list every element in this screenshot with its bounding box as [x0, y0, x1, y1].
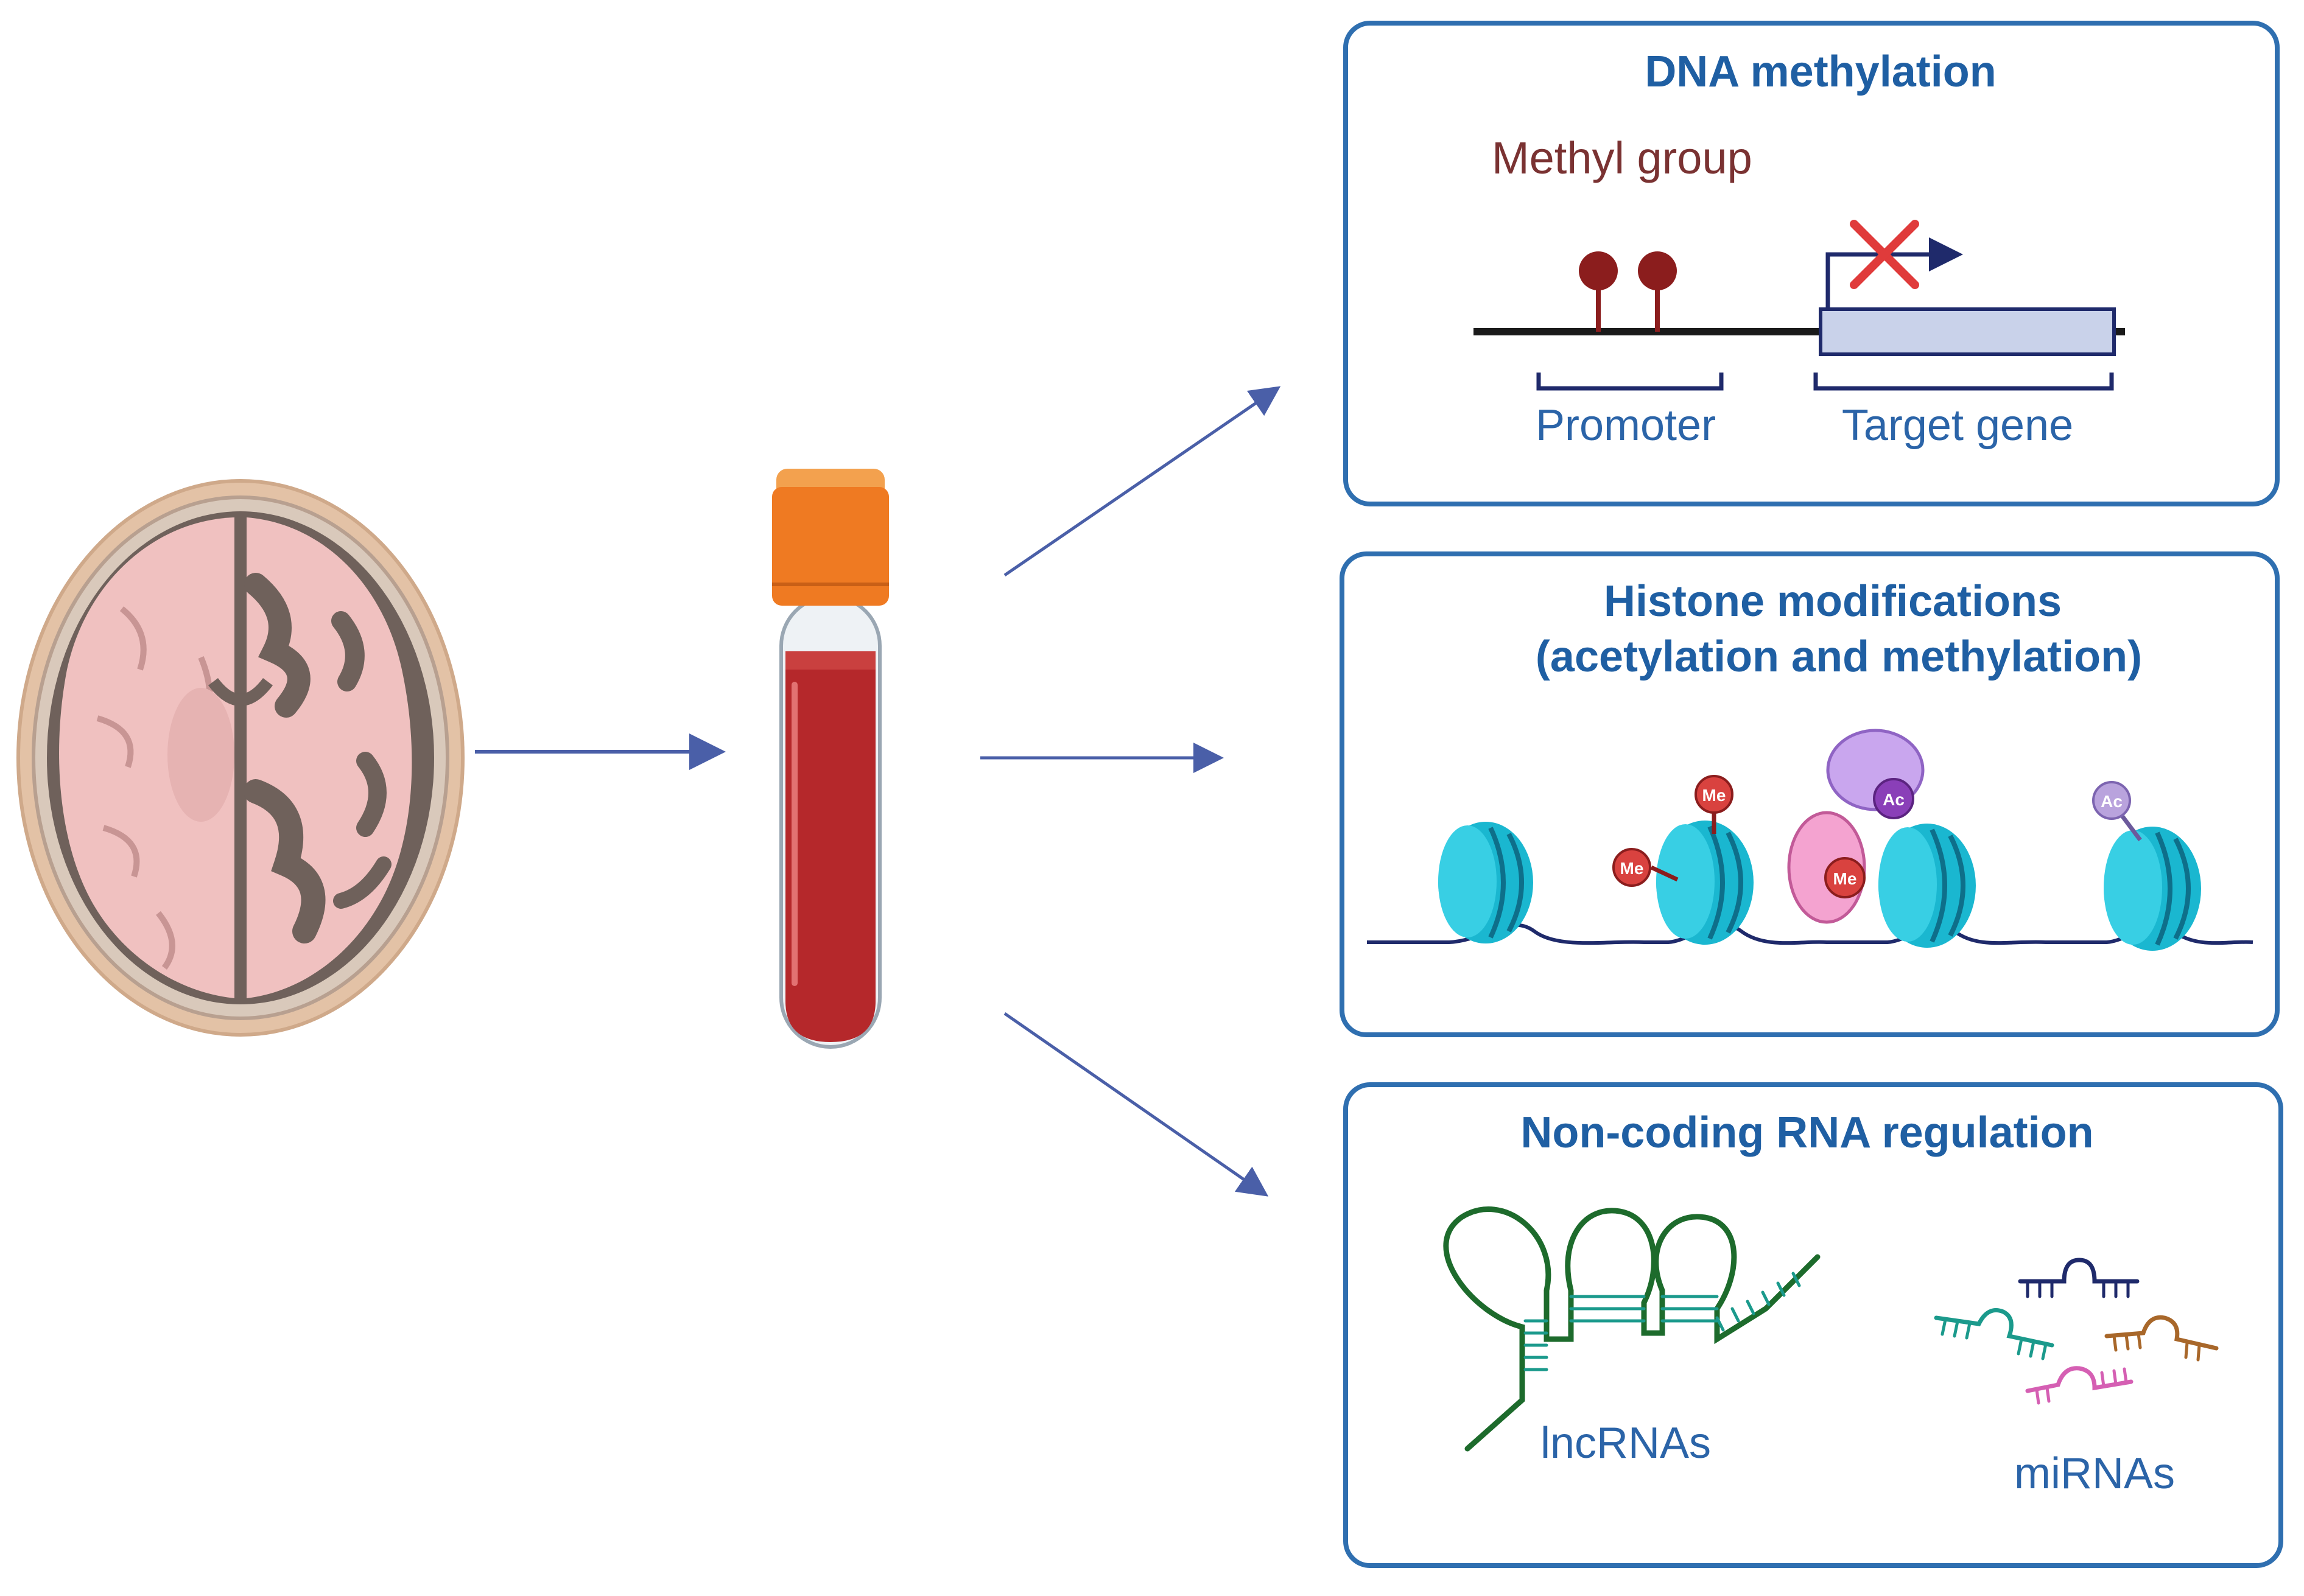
nucleosome-icon	[1656, 821, 1754, 945]
tss-arrow-icon	[1825, 237, 1963, 307]
histone-panel-title-line2: (acetylation and methylation)	[1536, 632, 2142, 681]
lncrna-icon	[1443, 1206, 1821, 1452]
methyl-tag-icon: Me	[1612, 848, 1679, 887]
promoter-label: Promoter	[1536, 401, 1716, 450]
noncoding-rna-panel: Non-coding RNA regulation lncRNAs miRNAs	[1343, 1082, 2283, 1568]
promoter-bracket	[1536, 373, 1724, 391]
methyl-group-icon	[1579, 251, 1677, 332]
arrow-tube-to-dna	[1003, 386, 1281, 577]
lncrna-label: lncRNAs	[1540, 1419, 1711, 1468]
svg-text:Ac: Ac	[1883, 790, 1905, 809]
svg-text:Me: Me	[1702, 786, 1726, 805]
histone-panel-title-line1: Histone modifications	[1604, 577, 2062, 626]
svg-text:Ac: Ac	[2101, 792, 2123, 811]
methyl-group-label: Methyl group	[1492, 133, 1752, 183]
brain-section-icon	[16, 479, 465, 1037]
dna-panel-title: DNA methylation	[1645, 47, 1996, 96]
target-gene-bracket	[1813, 373, 2114, 391]
histone-modifications-panel: Histone modifications (acetylation and m…	[1340, 551, 2280, 1037]
acetyl-tag-icon: Ac	[2092, 781, 2142, 842]
nucleosome-icon	[1438, 822, 1533, 943]
histone-acetyltransferase-icon: Ac	[1826, 729, 1925, 819]
dna-methylation-panel: DNA methylation Methyl group Promoter Ta…	[1343, 21, 2280, 506]
svg-text:Me: Me	[1620, 859, 1644, 878]
target-gene-label: Target gene	[1842, 401, 2073, 450]
nucleosome-icon	[2104, 827, 2201, 951]
histone-methyltransferase-icon: Me	[1787, 811, 1866, 924]
svg-text:Me: Me	[1833, 869, 1857, 888]
rna-panel-title: Non-coding RNA regulation	[1520, 1108, 2093, 1157]
mirna-icon	[1934, 1258, 2219, 1405]
methyl-tag-icon: Me	[1695, 775, 1733, 834]
arrow-tube-to-rna	[1003, 1012, 1269, 1197]
nucleosome-icon	[1878, 824, 1976, 948]
target-gene-box	[1819, 307, 2116, 356]
x-mark-icon	[1850, 220, 1919, 289]
blood-tube-icon	[772, 469, 889, 1049]
mirna-label: miRNAs	[2014, 1449, 2175, 1498]
